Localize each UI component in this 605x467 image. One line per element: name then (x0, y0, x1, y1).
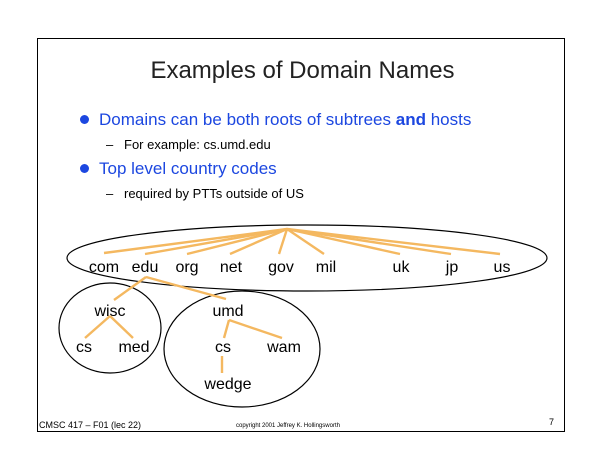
node-net: net (220, 259, 243, 276)
node-gov: gov (268, 259, 294, 276)
edge-wisc-med (109, 315, 134, 339)
node-edu: edu (132, 259, 159, 276)
bullet-1-text-bold: and (395, 110, 426, 129)
sub-bullet-1-text: For example: cs.umd.edu (124, 137, 271, 152)
page-number: 7 (549, 417, 555, 427)
dash-icon: – (106, 137, 114, 152)
bullet-1-text-b: hosts (425, 110, 472, 129)
bullet-1: Domains can be both roots of subtrees an… (80, 110, 472, 130)
node-umd-wam: wam (266, 339, 301, 356)
bullet-dot-icon (80, 115, 89, 124)
edge-edu-umd (145, 275, 227, 301)
edge-root-uk (286, 227, 401, 256)
edge-root-net (229, 227, 288, 256)
edge-wisc-cs (84, 315, 111, 339)
tree-edges (84, 227, 501, 373)
wisc-ellipse (58, 282, 162, 374)
dash-icon: – (106, 186, 114, 201)
bullet-dot-icon (80, 164, 89, 173)
node-wedge: wedge (203, 376, 251, 393)
edge-umd-cs (222, 319, 231, 339)
node-com: com (89, 259, 119, 276)
node-mil: mil (316, 259, 336, 276)
bullet-2-text: Top level country codes (99, 159, 277, 178)
edge-root-us (286, 227, 501, 256)
edge-root-org (186, 227, 288, 256)
edge-root-gov (277, 228, 289, 255)
slide-title: Examples of Domain Names (150, 57, 455, 84)
sub-bullet-1: – For example: cs.umd.edu (106, 137, 271, 152)
edge-umd-wam (228, 318, 283, 340)
sub-bullet-2: – required by PTTs outside of US (106, 186, 304, 201)
edge-root-edu (144, 227, 288, 256)
top-level-ellipse (66, 224, 548, 292)
node-wisc-med: med (118, 339, 149, 356)
node-umd: umd (212, 303, 243, 320)
node-org: org (175, 259, 198, 276)
edge-root-mil (286, 228, 325, 255)
bullet-1-text-a: Domains can be both roots of subtrees (99, 110, 396, 129)
node-umd-cs: cs (215, 339, 231, 356)
sub-bullet-2-text: required by PTTs outside of US (124, 186, 304, 201)
node-jp: jp (445, 259, 459, 276)
node-wisc-cs: cs (76, 339, 92, 356)
edge-edu-wisc (113, 276, 147, 301)
slide-frame (37, 38, 565, 432)
node-wisc: wisc (93, 303, 125, 320)
node-uk: uk (393, 259, 411, 276)
bullet-2: Top level country codes (80, 159, 277, 179)
node-us: us (494, 259, 511, 276)
footer-course: CMSC 417 – F01 (lec 22) (39, 420, 142, 430)
edge-root-com (103, 227, 288, 255)
footer-copyright: copyright 2001 Jeffrey K. Hollingsworth (236, 423, 340, 429)
umd-ellipse (163, 290, 321, 408)
